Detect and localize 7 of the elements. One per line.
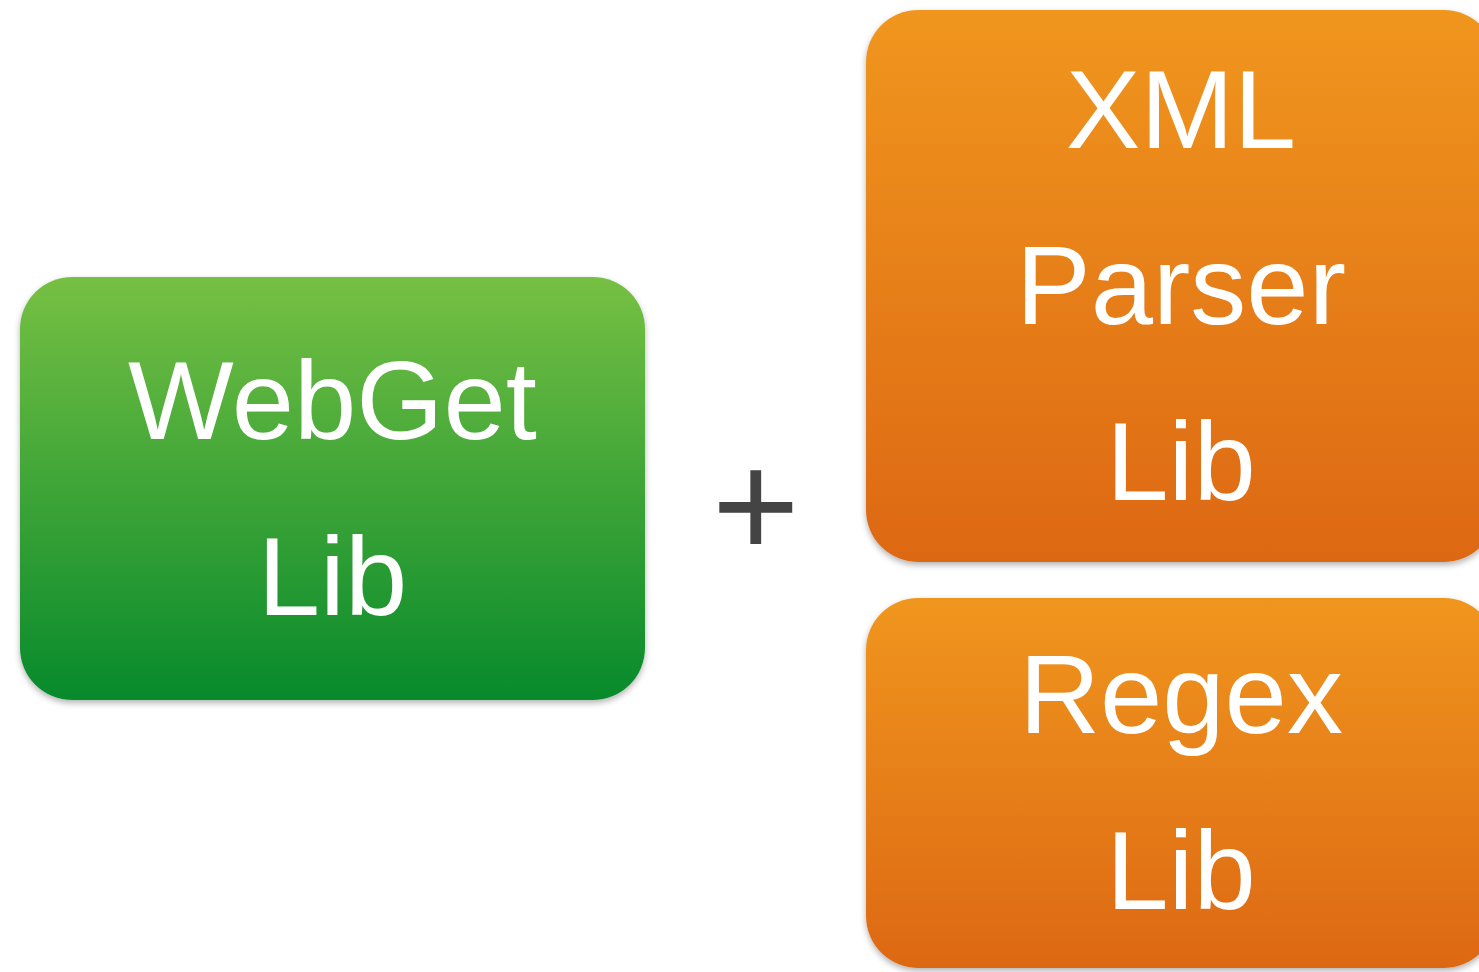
library-name: WebGet Lib xyxy=(128,336,537,641)
library-box xyxy=(866,10,1479,562)
library-box xyxy=(866,598,1479,968)
plus-sign: + xyxy=(712,430,800,580)
library-name: Regex Lib xyxy=(1019,631,1343,935)
library-name: XML Parser Lib xyxy=(1016,46,1346,526)
library-box xyxy=(20,277,645,700)
